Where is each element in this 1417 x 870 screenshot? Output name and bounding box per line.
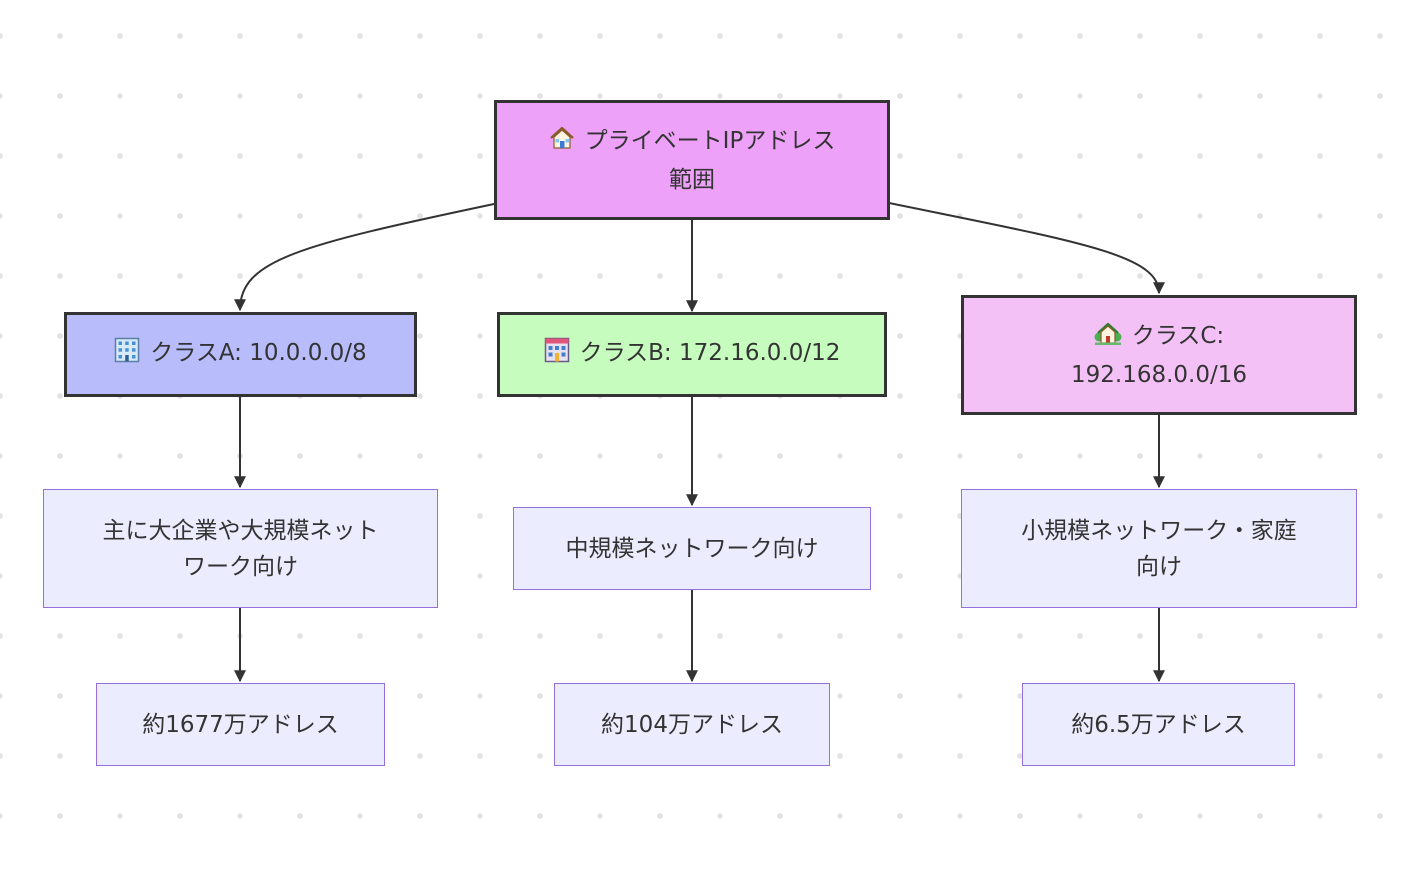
root-title-line1: プライベートIPアドレス — [584, 127, 836, 154]
class-a-node: クラスA: 10.0.0.0/8 — [64, 312, 417, 397]
class-b-count-node: 約104万アドレス — [554, 683, 830, 766]
class-a-label: クラスA: 10.0.0.0/8 — [150, 340, 367, 366]
edge-root-to-class-a — [234, 203, 495, 312]
edge-root-to-class-c — [888, 202, 1165, 295]
class-a-count-node: 約1677万アドレス — [96, 683, 385, 766]
class-a-usage-node: 主に大企業や大規模ネット ワーク向け — [43, 489, 438, 608]
house-icon — [549, 125, 575, 162]
office-building-icon — [114, 337, 140, 374]
class-b-usage-text: 中規模ネットワーク向け — [565, 535, 819, 562]
house-with-garden-icon — [1094, 320, 1122, 357]
class-b-label: クラスB: 172.16.0.0/12 — [579, 340, 841, 366]
class-c-usage-node: 小規模ネットワーク・家庭 向け — [961, 489, 1357, 608]
class-a-count-text: 約1677万アドレス — [142, 711, 339, 738]
class-a-usage-line1: 主に大企業や大規模ネット — [102, 517, 379, 544]
class-c-usage-line2: 向け — [1135, 553, 1182, 580]
class-c-count-text: 約6.5万アドレス — [1071, 711, 1246, 738]
class-b-usage-node: 中規模ネットワーク向け — [513, 507, 871, 590]
class-c-usage-line1: 小規模ネットワーク・家庭 — [1021, 517, 1297, 544]
class-c-node: クラスC: 192.168.0.0/16 — [961, 295, 1357, 415]
class-c-label-line2: 192.168.0.0/16 — [1070, 361, 1247, 388]
class-a-usage-line2: ワーク向け — [183, 553, 298, 580]
class-b-node: クラスB: 172.16.0.0/12 — [497, 312, 887, 397]
building-icon — [544, 337, 570, 374]
class-c-label-line1: クラスC: — [1131, 322, 1225, 349]
class-b-count-text: 約104万アドレス — [601, 711, 783, 738]
class-c-count-node: 約6.5万アドレス — [1022, 683, 1295, 766]
root-title-line2: 範囲 — [669, 166, 715, 193]
root-node: プライベートIPアドレス 範囲 — [494, 100, 890, 220]
